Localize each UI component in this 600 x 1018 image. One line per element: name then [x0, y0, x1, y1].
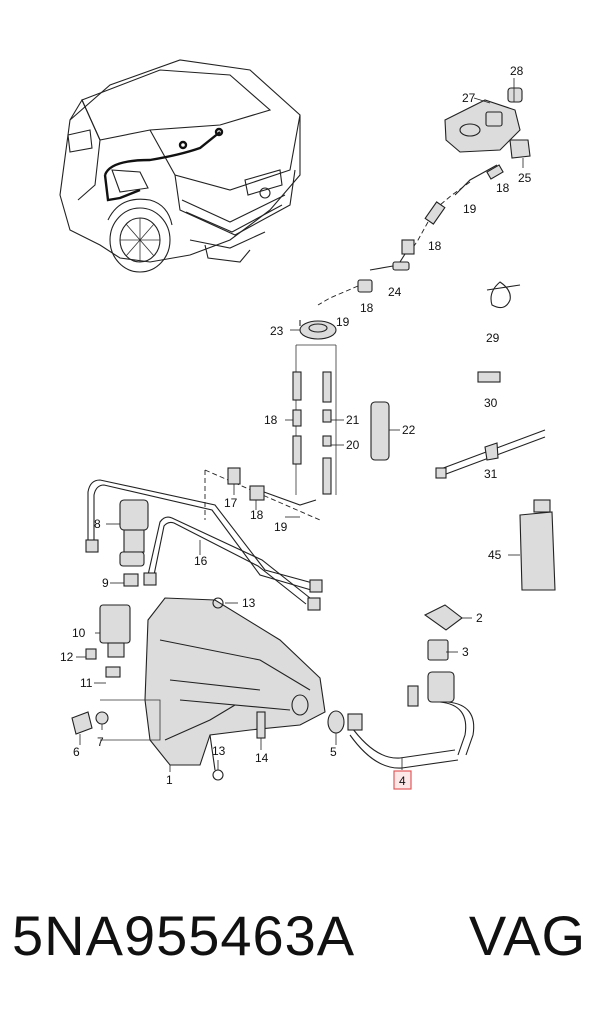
callout-12: 12 — [60, 650, 74, 664]
caption-bar: 5NA955463A VAG — [0, 900, 600, 980]
callout-17: 17 — [224, 496, 238, 510]
callout-10: 10 — [72, 626, 86, 640]
part-number-label: 5NA955463A — [12, 904, 356, 967]
callout-2: 2 — [476, 611, 483, 625]
callout-19-a: 19 — [463, 202, 477, 216]
callout-20: 20 — [346, 438, 360, 452]
callout-30: 30 — [484, 396, 498, 410]
callout-18-a: 18 — [496, 181, 510, 195]
callout-18-d: 18 — [264, 413, 278, 427]
callout-27: 27 — [462, 91, 476, 105]
callout-18-b: 18 — [428, 239, 442, 253]
callout-21: 21 — [346, 413, 360, 427]
washer-reservoir — [144, 597, 326, 781]
callout-24: 24 — [388, 285, 402, 299]
part-28-shape — [507, 87, 523, 103]
part-45-fluid-bottle — [508, 499, 556, 591]
filler-neck — [327, 604, 475, 769]
callout-28: 28 — [510, 64, 524, 78]
callout-16: 16 — [194, 554, 208, 568]
fasteners — [71, 699, 266, 741]
callout-29: 29 — [486, 331, 500, 345]
washer-pumps — [85, 499, 149, 678]
callout-23: 23 — [270, 324, 284, 338]
callout-13-b: 13 — [212, 744, 226, 758]
clips-29-30-31 — [435, 281, 546, 479]
callout-11: 11 — [80, 676, 93, 690]
callout-22: 22 — [402, 423, 416, 437]
callout-13-a: 13 — [242, 596, 256, 610]
callout-45: 45 — [488, 548, 502, 562]
callout-18-c: 18 — [360, 301, 374, 315]
part-22-sleeve — [370, 401, 390, 461]
brand-label: VAG — [468, 904, 586, 967]
leader-lines — [76, 484, 472, 772]
callout-14: 14 — [255, 751, 269, 765]
highlight-box-part-4 — [393, 770, 412, 790]
car-illustration — [59, 59, 301, 273]
callout-18-e: 18 — [250, 508, 264, 522]
callout-1: 1 — [166, 773, 173, 787]
callout-3: 3 — [462, 645, 469, 659]
callout-5: 5 — [330, 745, 337, 759]
callout-19-c: 19 — [274, 520, 288, 534]
hose-line-upper — [299, 164, 504, 326]
hose-bracket-section — [285, 344, 344, 495]
washer-hoses — [85, 467, 323, 611]
parts-diagram: 28 27 25 18 19 18 24 18 19 23 29 30 18 2… — [59, 59, 556, 790]
callout-7: 7 — [97, 735, 104, 749]
callout-4: 4 — [399, 774, 406, 788]
callout-6: 6 — [73, 745, 80, 759]
callout-labels: 28 27 25 18 19 18 24 18 19 23 29 30 18 2… — [60, 64, 532, 788]
callout-25: 25 — [518, 171, 532, 185]
callout-19-b: 19 — [336, 315, 350, 329]
part-23-grommet — [290, 320, 337, 340]
callout-31: 31 — [484, 467, 498, 481]
headlamp-nozzle-assembly — [444, 78, 531, 196]
callout-8: 8 — [94, 517, 101, 531]
callout-9: 9 — [102, 576, 109, 590]
